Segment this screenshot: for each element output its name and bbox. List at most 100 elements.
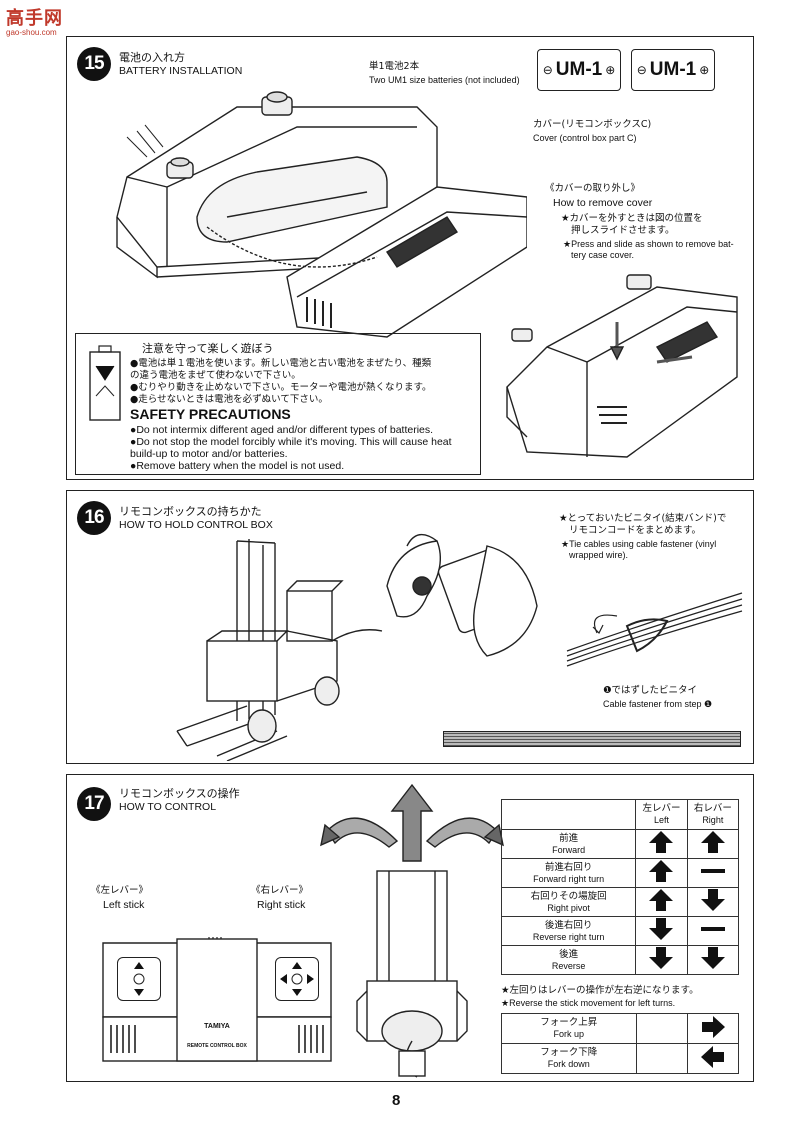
fork-row-en: Fork up — [553, 1029, 585, 1039]
safety-item-jp-4: ●走らせないときは電池を必ずぬいて下さい。 — [130, 394, 328, 405]
remove-note-en-2: tery case cover. — [571, 250, 635, 260]
arrow-down-icon — [700, 947, 725, 969]
safety-item-en-3: build-up to motor and/or batteries. — [130, 448, 288, 460]
cable-tie-illustration — [566, 592, 743, 667]
fork-row-en: Fork down — [547, 1059, 590, 1069]
battery-icon-2: ⊖ UM-1 ⊕ — [631, 49, 715, 91]
neutral-dash-icon — [700, 927, 725, 931]
control-row-jp: 前進右回り — [544, 861, 593, 873]
arrow-up-icon — [700, 831, 725, 853]
right-stick-label-jp: 《右レバー》 — [251, 885, 309, 896]
step17-number: 17 — [77, 787, 111, 821]
left-stick-label-en: Left stick — [103, 899, 145, 911]
up-down-arrows-icon — [133, 962, 145, 996]
step15-number: 15 — [77, 47, 111, 81]
battery-warning-icon — [89, 345, 121, 421]
right-stick-label-en: Right stick — [257, 899, 306, 911]
safety-item-jp-2: の違う電池をまぜて使わないで下さい。 — [130, 370, 301, 381]
tie-note-jp-1: ★とっておいたビニタイ(結束バンド)で — [559, 513, 727, 524]
battery-icon-1: ⊖ UM-1 ⊕ — [537, 49, 621, 91]
safety-item-jp-1: ●電池は単１電池を使います。新しい電池と古い電池をまぜたり、種類 — [130, 358, 432, 369]
left-stick-label-jp: 《左レバー》 — [91, 885, 149, 896]
box-brand: TAMIYA — [204, 1023, 230, 1030]
battery-label: UM-1 — [555, 59, 603, 80]
remove-note-jp-1: ★カバーを外すときは図の位置を — [561, 213, 703, 224]
control-row-en: Forward right turn — [533, 873, 605, 884]
step17-panel: 17 リモコンボックスの操作 HOW TO CONTROL 《左レバー》 Lef… — [66, 774, 754, 1082]
cover-label-jp: カバー(リモコンボックスC) — [533, 119, 652, 130]
cover-label-en: Cover (control box part C) — [533, 133, 637, 143]
arrow-down-icon — [649, 947, 674, 969]
battery-note-en: Two UM1 size batteries (not included) — [369, 75, 520, 85]
fastener-label-en: Cable fastener from step ❶ — [603, 699, 713, 709]
battery-label: UM-1 — [649, 59, 697, 80]
control-row-jp: 後進右回り — [544, 919, 593, 931]
right-stick[interactable] — [275, 957, 319, 1001]
safety-item-en-4: ●Remove battery when the model is not us… — [130, 460, 345, 472]
step17-title-en: HOW TO CONTROL — [119, 801, 217, 813]
cover-removal-illustration — [506, 274, 738, 458]
safety-item-jp-3: ●むりやり動きを止めないで下さい。モーターや電池が熱くなります。 — [130, 382, 432, 393]
step15-title-jp: 電池の入れ方 — [119, 51, 185, 64]
safety-item-en-2: ●Do not stop the model forcibly while it… — [130, 436, 452, 448]
battery-box-illustration — [116, 91, 527, 338]
forklift-illustration — [176, 539, 383, 761]
control-row-jp: 右回りその場旋回 — [530, 890, 607, 902]
logo-url: gao-shou.com — [6, 28, 57, 37]
arrow-up-icon — [649, 889, 674, 911]
step15-title-en: BATTERY INSTALLATION — [119, 65, 243, 77]
left-turn-note-en: ★Reverse the stick movement for left tur… — [501, 998, 676, 1008]
step16-panel: 16 リモコンボックスの持ちかた HOW TO HOLD CONTROL BOX… — [66, 490, 754, 764]
remove-cover-en: How to remove cover — [553, 197, 653, 209]
left-stick[interactable] — [117, 957, 161, 1001]
arrow-left-icon — [700, 1045, 724, 1068]
step16-number: 16 — [77, 501, 111, 535]
remote-control-box: TAMIYA REMOTE CONTROL BOX — [97, 937, 337, 1067]
remove-note-jp-2: 押しスライドさせます。 — [571, 225, 675, 236]
tie-note-jp-2: リモコンコードをまとめます。 — [569, 525, 702, 536]
page-number: 8 — [392, 1092, 401, 1109]
safety-precautions-box: 注意を守って楽しく遊ぼう ●電池は単１電池を使います。新しい電池と古い電池をまぜ… — [75, 333, 481, 475]
arrow-up-icon — [649, 831, 674, 853]
control-row-en: Right pivot — [547, 902, 590, 913]
box-name: REMOTE CONTROL BOX — [187, 1043, 247, 1049]
logo-text: 高手网 — [6, 8, 63, 29]
control-row-jp: 前進 — [559, 832, 579, 844]
tie-note-en-1: ★Tie cables using cable fastener (vinyl — [561, 539, 717, 549]
left-turn-note-jp: ★左回りはレバーの操作が左右逆になります。 — [501, 985, 699, 996]
arrow-down-icon — [700, 889, 725, 911]
battery-note-jp: 単1電池2本 — [369, 61, 420, 72]
arrow-down-icon — [649, 918, 674, 940]
site-logo: 高手网 gao-shou.com — [6, 4, 76, 37]
four-way-arrows-icon — [280, 962, 314, 996]
remove-cover-jp: 《カバーの取り外し》 — [545, 183, 641, 194]
step16-title-en: HOW TO HOLD CONTROL BOX — [119, 519, 273, 531]
safety-title-en: SAFETY PRECAUTIONS — [130, 406, 291, 422]
fastener-label-jp: ❶ではずしたビニタイ — [603, 685, 698, 696]
fork-row-jp: フォーク下降 — [540, 1047, 598, 1058]
tie-note-en-2: wrapped wire). — [569, 550, 629, 560]
arrow-right-icon — [701, 1015, 725, 1038]
control-row-en: Forward — [552, 844, 586, 855]
control-row-en: Reverse right turn — [532, 931, 605, 942]
step16-title-jp: リモコンボックスの持ちかた — [119, 505, 262, 518]
remove-note-en-1: ★Press and slide as shown to remove bat- — [563, 239, 734, 249]
hands-holding-box-illustration — [386, 533, 538, 657]
neutral-dash-icon — [700, 869, 725, 873]
divider-bar — [443, 731, 741, 747]
arrow-up-icon — [649, 860, 674, 882]
control-row-jp: 後進 — [559, 948, 579, 960]
forklift-direction-illustration — [320, 783, 504, 1078]
step15-panel: 15 電池の入れ方 BATTERY INSTALLATION ⊖ UM-1 ⊕ … — [66, 36, 754, 480]
